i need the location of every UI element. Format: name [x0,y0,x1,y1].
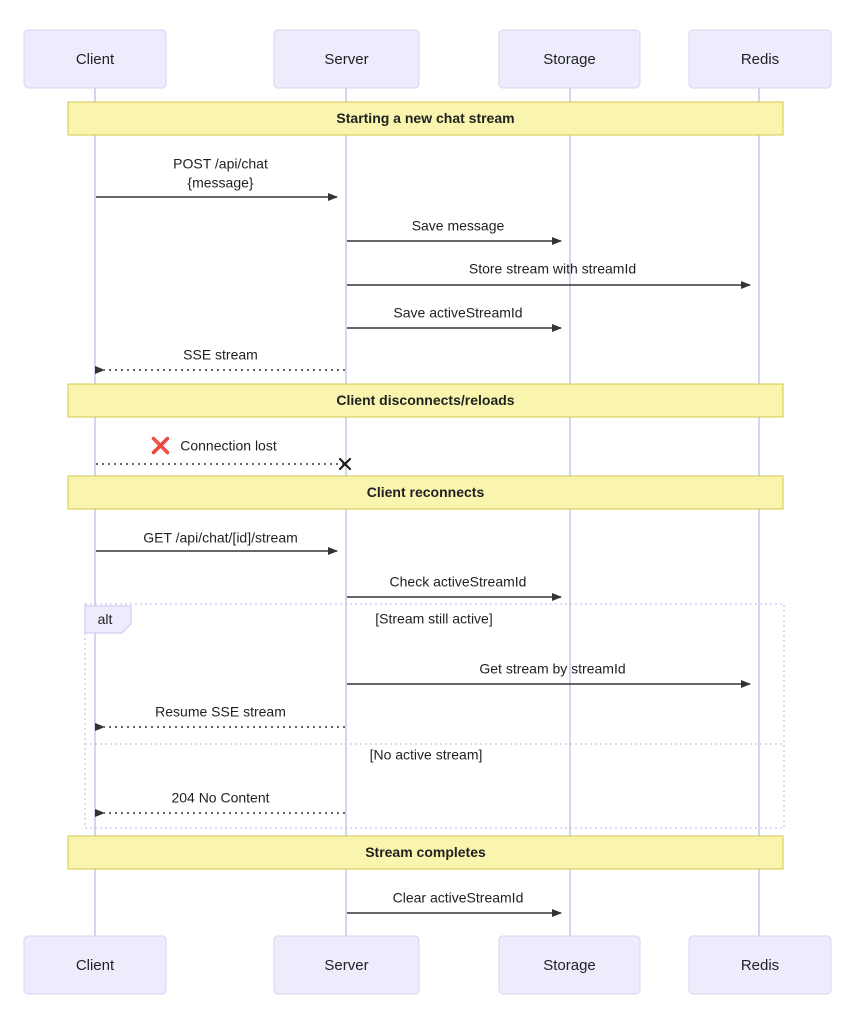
msg-save-message: Save message [347,218,562,245]
messages: POST /api/chat {message} Save messageStore… [95,156,751,917]
msg-get-stream: GET /api/chat/[id]/stream [96,530,338,555]
participant-box [23,935,167,995]
message-label: Store stream with streamId [469,261,636,277]
note-box [67,835,784,870]
note-complete: Stream completes [67,835,784,870]
participant-redis-top[interactable]: Redis [688,29,832,89]
alt-outline [84,603,785,829]
msg-get-stream-by-id: Get stream by streamId [347,661,751,688]
participant-server-bottom[interactable]: Server [273,935,420,995]
msg-resume-sse: Resume SSE stream [95,704,345,731]
participant-box [688,935,832,995]
participant-box [688,29,832,89]
msg-sse-stream: SSE stream [95,347,345,374]
participant-box [498,935,641,995]
connection-lost-cross-icon [338,457,352,471]
participant-box [498,29,641,89]
participant-label: Client [76,957,115,974]
note-label: Stream completes [365,844,486,860]
participant-label: Storage [543,51,596,68]
alt-block: alt [Stream still active] [No active strea… [84,603,785,829]
message-label: Connection lost [180,438,277,454]
note-box [67,101,784,136]
note-label: Starting a new chat stream [336,110,514,126]
participant-box [273,935,420,995]
alt-keyword-tab [84,605,132,634]
message-label: SSE stream [183,347,258,363]
participant-label: Server [324,51,368,68]
participant-box [273,29,420,89]
participant-label: Storage [543,957,596,974]
note-box [67,475,784,510]
msg-post-chat: POST /api/chat {message} [96,156,338,201]
message-label: Save message [412,218,505,234]
participant-box [23,29,167,89]
note-reconnect: Client reconnects [67,475,784,510]
note-label: Client reconnects [367,484,485,500]
alt-stream-active: alt [Stream still active] [No active strea… [84,603,785,829]
error-cross-icon: ❌ [151,436,171,455]
message-label: 204 No Content [171,790,269,806]
alt-branch-2-condition: [No active stream] [370,747,483,763]
msg-store-stream: Store stream with streamId [347,261,751,289]
participant-label: Server [324,957,368,974]
msg-204-no-content: 204 No Content [95,790,345,817]
participant-storage-bottom[interactable]: Storage [498,935,641,995]
message-label: Save activeStreamId [393,305,522,321]
participant-label: Redis [741,51,779,68]
participant-label: Client [76,51,115,68]
msg-connection-lost: ❌ Connection lost [96,436,352,471]
note-disconnect: Client disconnects/reloads [67,383,784,418]
message-label: GET /api/chat/[id]/stream [143,530,298,546]
participant-redis-bottom[interactable]: Redis [688,935,832,995]
participant-server-top[interactable]: Server [273,29,420,89]
message-label: Get stream by streamId [479,661,625,677]
participant-client-bottom[interactable]: Client [23,935,167,995]
msg-clear-active-stream-id: Clear activeStreamId [347,890,562,917]
participant-client-top[interactable]: Client [23,29,167,89]
participant-label: Redis [741,957,779,974]
alt-keyword-label: alt [98,611,113,627]
note-start: Starting a new chat stream [67,101,784,136]
message-label-line2: {message} [187,175,253,191]
msg-save-active-stream-id: Save activeStreamId [347,305,562,332]
message-label: Resume SSE stream [155,704,286,720]
note-box [67,383,784,418]
msg-check-active-stream-id: Check activeStreamId [347,574,562,601]
participant-storage-top[interactable]: Storage [498,29,641,89]
message-label: Check activeStreamId [390,574,527,590]
lifelines [94,88,760,936]
alt-branch-1-condition: [Stream still active] [375,611,492,627]
note-label: Client disconnects/reloads [336,392,514,408]
message-label: POST /api/chat [173,156,268,172]
message-label: Clear activeStreamId [393,890,524,906]
